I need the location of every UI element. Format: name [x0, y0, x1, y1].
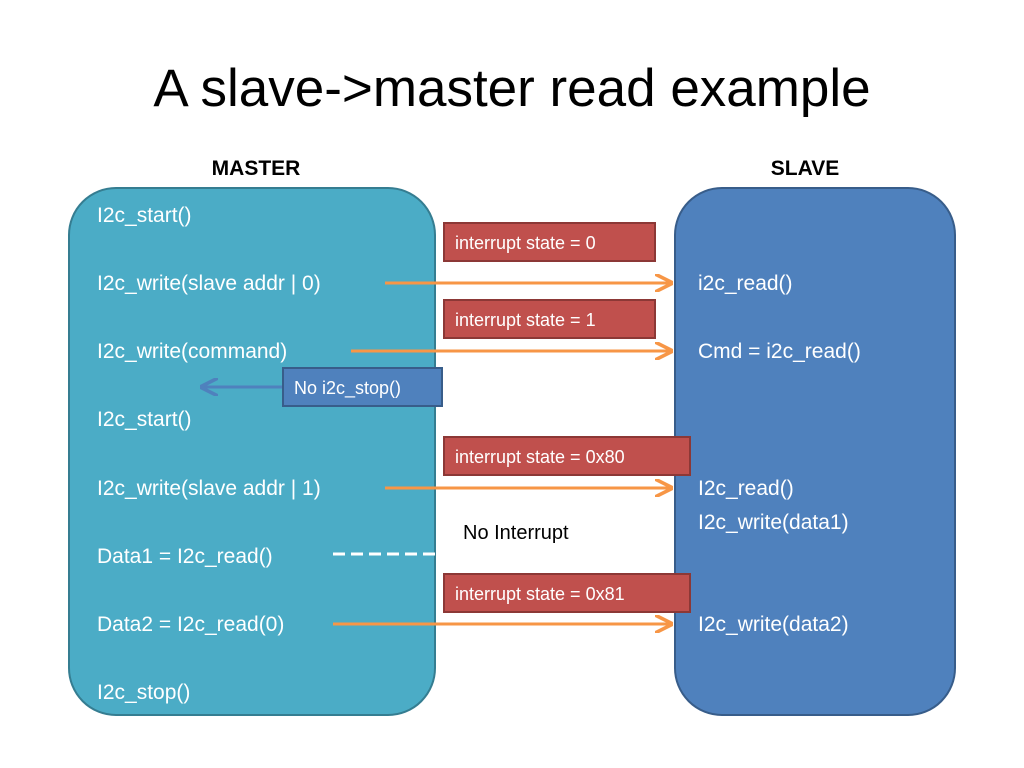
master-line-write-addr-0: I2c_write(slave addr | 0): [97, 272, 321, 295]
interrupt-state-0: interrupt state = 0: [443, 222, 656, 262]
interrupt-state-1: interrupt state = 1: [443, 299, 656, 339]
slave-panel: [674, 187, 956, 716]
slave-line-write-data1: I2c_write(data1): [698, 511, 849, 534]
interrupt-state-0x81: interrupt state = 0x81: [443, 573, 691, 613]
interrupt-state-0x80: interrupt state = 0x80: [443, 436, 691, 476]
master-line-read-data1: Data1 = I2c_read(): [97, 545, 273, 568]
master-panel: [68, 187, 436, 716]
no-interrupt-note: No Interrupt: [463, 522, 569, 544]
slave-header: SLAVE: [770, 157, 840, 180]
slide-title: A slave->master read example: [153, 59, 871, 118]
master-line-write-command: I2c_write(command): [97, 340, 288, 363]
slave-line-read-2: I2c_read(): [698, 477, 794, 500]
master-line-stop: I2c_stop(): [97, 681, 191, 704]
master-line-start-1: I2c_start(): [97, 204, 192, 227]
slave-line-read-cmd: Cmd = i2c_read(): [698, 340, 861, 363]
slave-line-write-data2: I2c_write(data2): [698, 613, 849, 636]
master-line-start-2: I2c_start(): [97, 408, 192, 431]
master-header: MASTER: [211, 157, 301, 180]
master-line-read-data2: Data2 = I2c_read(0): [97, 613, 285, 636]
slave-line-read-1: i2c_read(): [698, 272, 793, 295]
master-line-write-addr-1: I2c_write(slave addr | 1): [97, 477, 321, 500]
no-stop-note: No i2c_stop(): [282, 367, 443, 407]
